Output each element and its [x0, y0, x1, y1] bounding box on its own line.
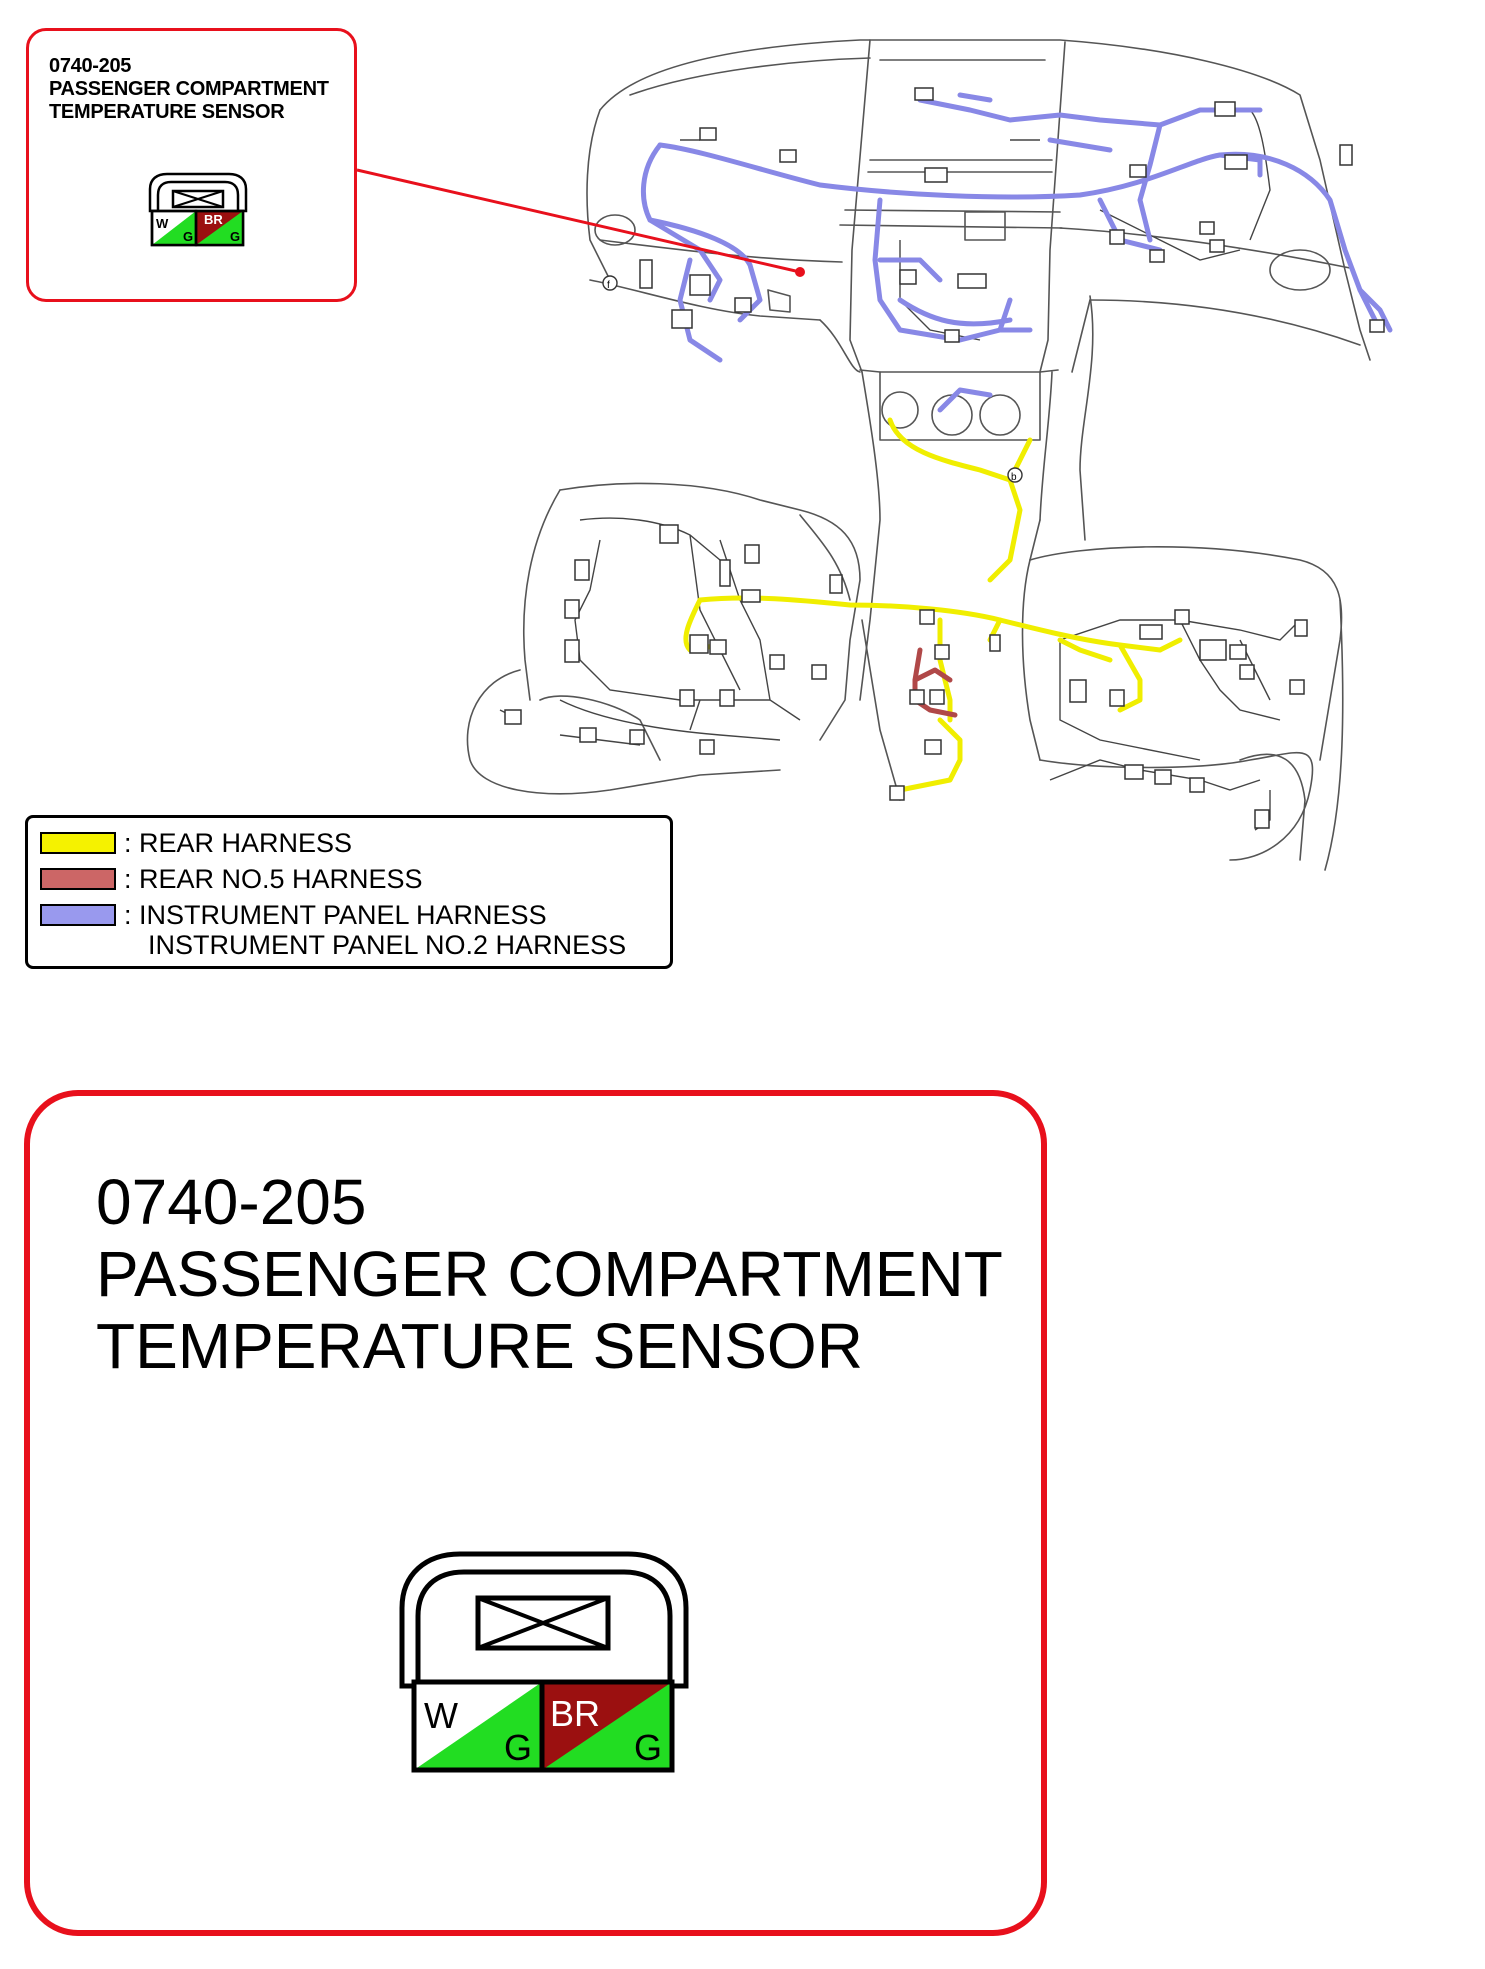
- callout-big: 0740-205 PASSENGER COMPARTMENT TEMPERATU…: [24, 1090, 1047, 1936]
- callout-small-name-line1: PASSENGER COMPARTMENT: [49, 78, 329, 100]
- legend-item-rear-no5-harness: : REAR NO.5 HARNESS: [40, 862, 423, 896]
- connector-icon-large: W G BR G: [399, 1551, 689, 1773]
- legend-item-instrument-panel-harness: : INSTRUMENT PANEL HARNESS: [40, 898, 547, 932]
- legend-label-rear-no5: : REAR NO.5 HARNESS: [124, 864, 423, 894]
- callout-big-part-number: 0740-205: [96, 1166, 367, 1238]
- small-pin2-top-code: BR: [204, 212, 223, 227]
- large-pin1-bottom-code: G: [504, 1727, 532, 1768]
- marker-f-label: f: [607, 280, 610, 291]
- connector-icon-small: W G BR G: [148, 172, 248, 247]
- legend-label-instrument-panel-no2: INSTRUMENT PANEL NO.2 HARNESS: [148, 930, 627, 960]
- callout-small: 0740-205 PASSENGER COMPARTMENT TEMPERATU…: [26, 28, 357, 302]
- legend-swatch-rear-no5: [40, 868, 116, 890]
- legend-item-rear-harness: : REAR HARNESS: [40, 826, 352, 860]
- harness-legend: : REAR HARNESS : REAR NO.5 HARNESS : INS…: [25, 815, 673, 969]
- callout-big-name-line1: PASSENGER COMPARTMENT: [96, 1238, 1003, 1310]
- leader-line: [356, 168, 801, 274]
- large-pin2-bottom-code: G: [634, 1727, 662, 1768]
- callout-big-name-line2: TEMPERATURE SENSOR: [96, 1310, 863, 1382]
- small-pin2-bottom-code: G: [230, 229, 240, 244]
- large-pin2-top-code: BR: [550, 1693, 600, 1734]
- small-pin1-top-code: W: [156, 216, 169, 231]
- marker-b-label: b: [1011, 472, 1017, 483]
- legend-swatch-rear: [40, 832, 116, 854]
- sensor-location-dot: [795, 267, 805, 277]
- legend-label-rear: : REAR HARNESS: [124, 828, 353, 858]
- callout-small-name-line2: TEMPERATURE SENSOR: [49, 101, 285, 123]
- callout-small-part-number: 0740-205: [49, 55, 132, 77]
- legend-label-instrument-panel: : INSTRUMENT PANEL HARNESS: [124, 900, 547, 930]
- legend-swatch-instrument-panel: [40, 904, 116, 926]
- small-pin1-bottom-code: G: [183, 229, 193, 244]
- large-pin1-top-code: W: [424, 1695, 458, 1736]
